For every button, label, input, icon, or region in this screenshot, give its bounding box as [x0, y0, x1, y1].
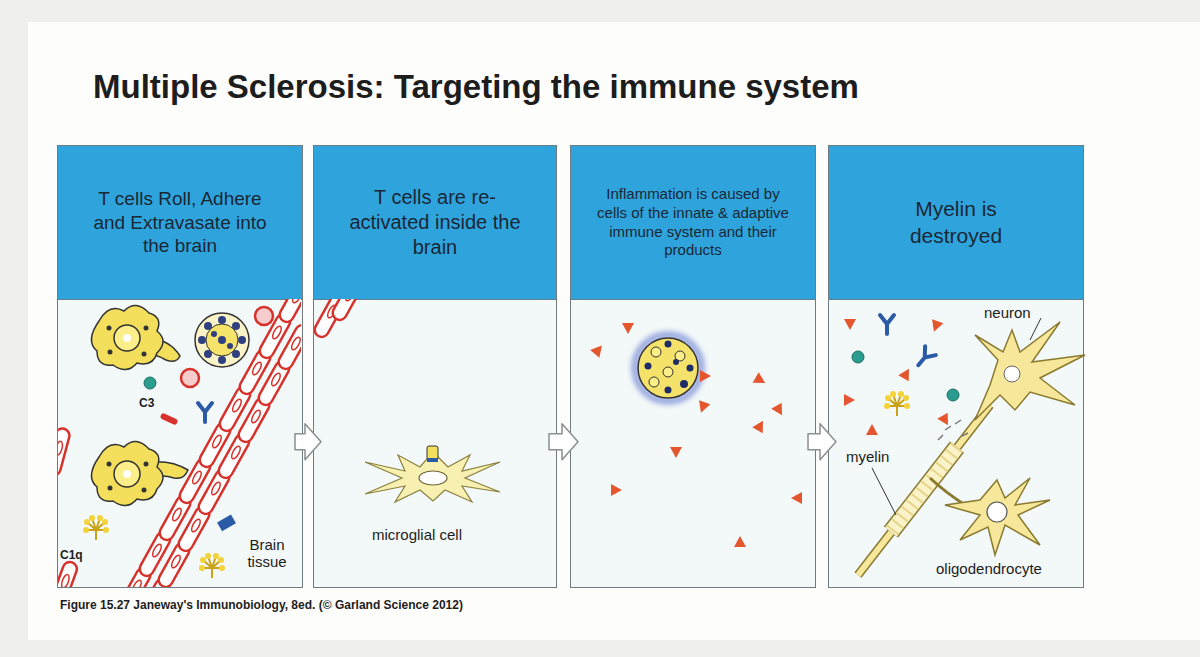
part-label: microglial cell [372, 527, 462, 544]
panel-header: Inflammation is caused by cells of the i… [571, 146, 815, 300]
part-label: C3 [139, 397, 154, 410]
step-panel: T cells Roll, Adhere and Extravasate int… [57, 145, 303, 588]
panel-heading: T cells Roll, Adhere and Extravasate int… [90, 187, 270, 258]
block-arrow [549, 424, 578, 460]
part-label: Brain tissue [234, 537, 300, 570]
panel-header: T cells are re-activated inside the brai… [314, 146, 556, 300]
step-panel: T cells are re-activated inside the brai… [313, 145, 557, 588]
part-label: C1q [60, 549, 83, 562]
part-label: myelin [846, 449, 889, 466]
slide-title: Multiple Sclerosis: Targeting the immune… [93, 68, 859, 106]
panel-header: T cells Roll, Adhere and Extravasate int… [58, 146, 302, 300]
panel-heading: Inflammation is caused by cells of the i… [591, 185, 796, 260]
step-panel: Myelin is destroyed [828, 145, 1084, 588]
part-label: oligodendrocyte [936, 561, 1042, 578]
part-label: neuron [984, 305, 1031, 322]
panel-heading: Myelin is destroyed [886, 196, 1026, 249]
panel-header: Myelin is destroyed [829, 146, 1083, 300]
panel-heading: T cells are re-activated inside the brai… [345, 185, 525, 260]
block-arrow [295, 424, 321, 460]
step-panel: Inflammation is caused by cells of the i… [570, 145, 816, 588]
block-arrow [808, 424, 836, 460]
figure-caption: Figure 15.27 Janeway's Immunobiology, 8e… [60, 598, 463, 612]
